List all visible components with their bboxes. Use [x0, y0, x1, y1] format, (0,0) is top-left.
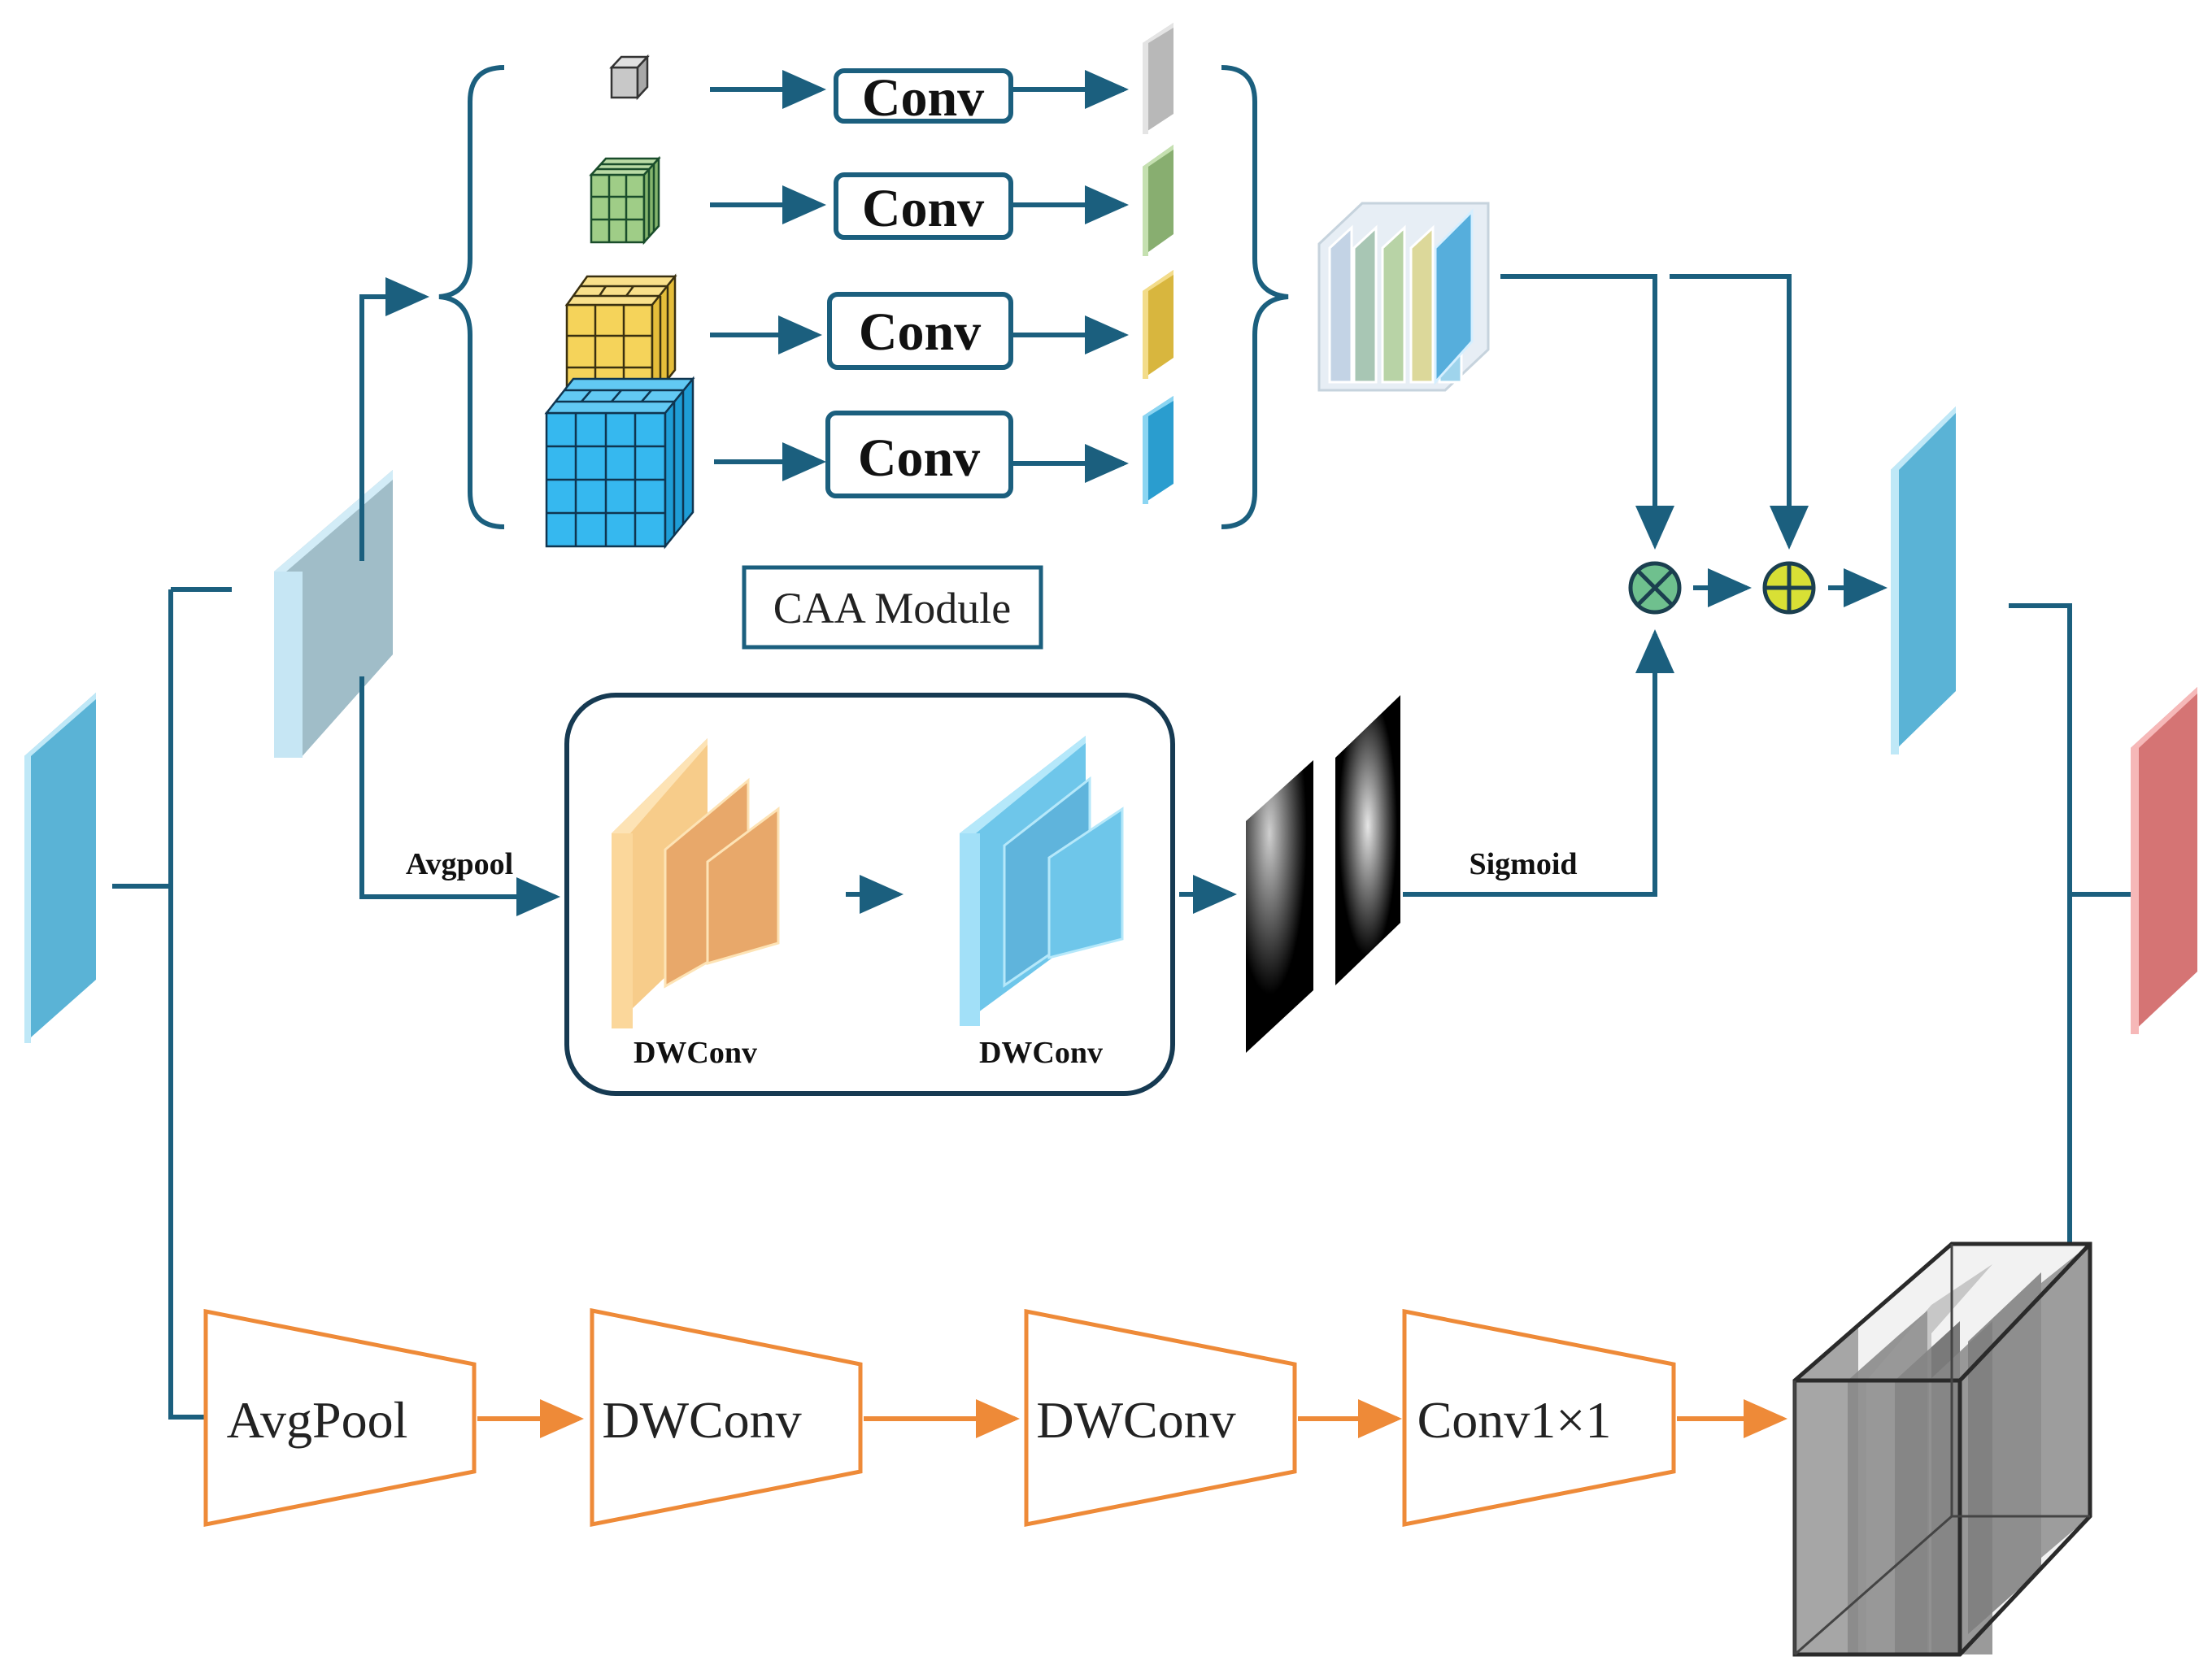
conv-row-4: Conv: [714, 396, 1173, 504]
bottom-block-dwconv-2-label: DWConv: [1036, 1391, 1235, 1449]
input-connectors: [112, 587, 232, 1420]
gray-output-volume: [1792, 1241, 2092, 1657]
bottom-block-dwconv-1-label: DWConv: [602, 1391, 801, 1449]
left-brace: [438, 65, 505, 529]
dwconv-label-2: DWConv: [979, 1036, 1103, 1070]
conv-box-2: [834, 172, 1013, 240]
stack-to-ops-connectors: [1500, 274, 1809, 550]
multiply-icon: [1628, 561, 1682, 615]
conv-label-1: Conv: [862, 68, 984, 128]
bottom-block-conv1x1: Conv1×1: [1402, 1308, 1676, 1528]
avgpool-branch-arrow: [359, 676, 560, 916]
conv-label-4: Conv: [858, 428, 980, 488]
bottom-block-conv1x1-label: Conv1×1: [1417, 1391, 1612, 1449]
sigmoid-arrow: [1403, 629, 1674, 897]
bottom-block-dwconv-1: DWConv: [590, 1307, 863, 1528]
bottom-block-dwconv-2: DWConv: [1024, 1308, 1297, 1528]
sigmoid-label: Sigmoid: [1469, 847, 1577, 881]
conv-row-3: Conv: [710, 270, 1173, 379]
add-icon: [1762, 561, 1816, 615]
attention-map-2: [1335, 695, 1400, 985]
input-feature-slab: [24, 693, 96, 1043]
gray-cube: [609, 54, 650, 101]
caa-branch-arrow: [359, 277, 429, 561]
conv-row-2: Conv: [710, 145, 1173, 256]
avgpool-label: Avgpool: [406, 847, 513, 881]
gray-thin-slab: [1143, 23, 1173, 134]
blue-cube: [544, 376, 695, 550]
concatenated-feature-stack: [1317, 202, 1490, 392]
yellow-cube: [564, 273, 677, 402]
conv-label-2: Conv: [862, 179, 984, 238]
final-output-slab: [2131, 687, 2197, 1034]
green-cube: [589, 155, 661, 246]
bottom-block-avgpool: AvgPool: [203, 1308, 477, 1528]
conv-box-4: [825, 411, 1013, 498]
conv-label-3: Conv: [859, 302, 981, 362]
bottom-block-avgpool-label: AvgPool: [227, 1391, 408, 1449]
conv-box-3: [827, 292, 1013, 370]
blue-thin-slab: [1143, 396, 1173, 504]
orange-dwconv-stack: [612, 738, 780, 1028]
conv-row-1: Conv: [710, 23, 1173, 134]
blue-dwconv-stack: [960, 736, 1124, 1026]
green-thin-slab: [1143, 145, 1173, 256]
attention-map-1: [1246, 760, 1313, 1053]
right-brace: [1221, 65, 1289, 529]
caa-output-slab: [1891, 407, 1956, 754]
caa-module-box: [742, 565, 1043, 650]
intermediate-feature-slab: [274, 470, 393, 758]
dwconv-label-1: DWConv: [634, 1036, 757, 1070]
yellow-thin-slab: [1143, 270, 1173, 379]
caa-module-label: CAA Module: [773, 584, 1012, 633]
conv-box-1: [834, 68, 1013, 124]
